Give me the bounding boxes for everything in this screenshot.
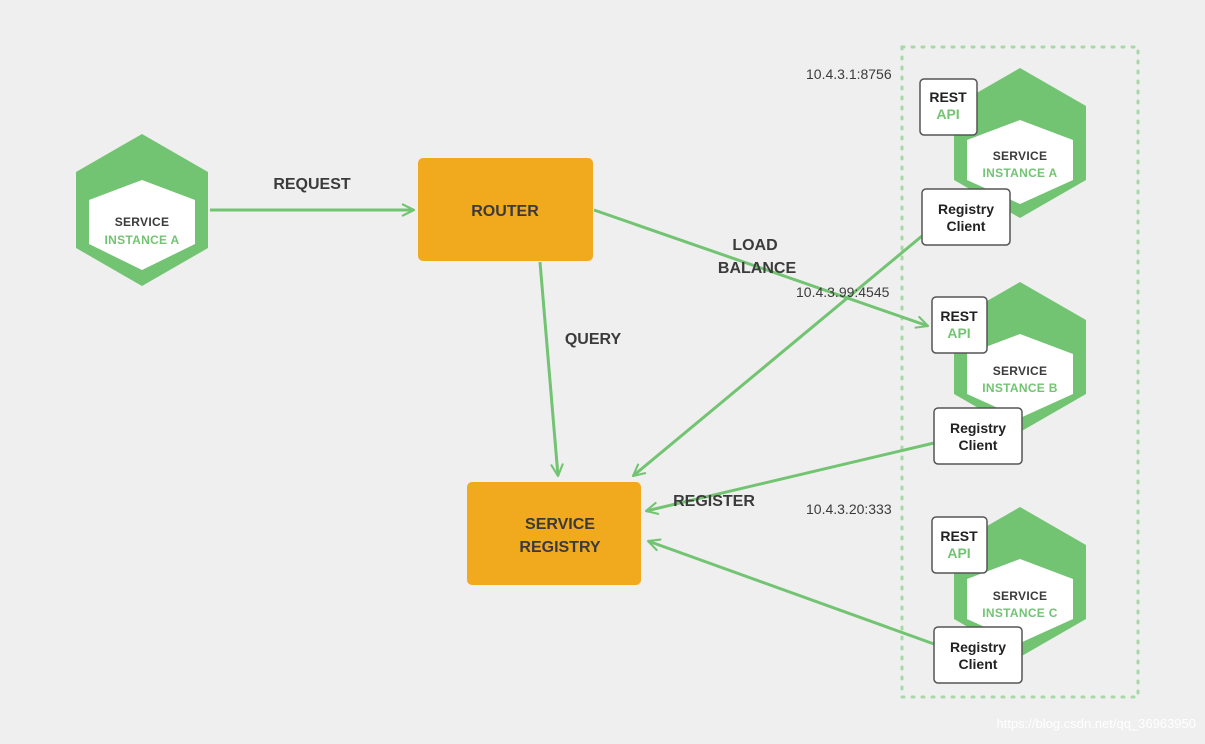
register-edge-c bbox=[646, 538, 935, 646]
client-service-hexagon: SERVICE INSTANCE A bbox=[76, 134, 208, 286]
instance-a-registry-client-box: Registry Client bbox=[921, 188, 1011, 246]
load-balance-edge bbox=[593, 208, 930, 329]
register-edge-a bbox=[631, 234, 923, 478]
client-instance-label: INSTANCE A bbox=[105, 233, 180, 247]
instance-c-instance-label: INSTANCE C bbox=[982, 606, 1057, 620]
instance-b-client-label: Client bbox=[959, 437, 998, 453]
registry-label-1: SERVICE bbox=[525, 516, 595, 533]
instance-b-service-label: SERVICE bbox=[993, 364, 1048, 378]
instance-a-service-label: SERVICE bbox=[993, 149, 1048, 163]
instance-a-client-label: Client bbox=[947, 218, 986, 234]
instance-b-rest-label: REST bbox=[940, 308, 978, 324]
instance-a-rest-label: REST bbox=[929, 89, 967, 105]
instance-c-registry-client-box: Registry Client bbox=[933, 626, 1023, 684]
instance-c-api-label: API bbox=[947, 545, 970, 561]
register-label: REGISTER bbox=[673, 493, 755, 510]
request-label: REQUEST bbox=[273, 176, 351, 193]
instance-a-hexagon: SERVICE INSTANCE A bbox=[954, 68, 1086, 218]
instance-b-ip: 10.4.3.99:4545 bbox=[796, 284, 890, 300]
instance-b-instance-label: INSTANCE B bbox=[982, 381, 1057, 395]
instance-c-client-label: Client bbox=[959, 656, 998, 672]
instance-b-registry-client-box: Registry Client bbox=[933, 407, 1023, 465]
instance-b-rest-api-box: REST API bbox=[931, 296, 988, 354]
instances-group-boundary bbox=[900, 45, 1140, 699]
instance-a-rest-api-box: REST API bbox=[919, 78, 978, 136]
service-registry-box: SERVICE REGISTRY bbox=[467, 482, 641, 585]
query-edge bbox=[538, 261, 564, 478]
watermark-text: https://blog.csdn.net/qq_36963950 bbox=[997, 716, 1197, 731]
instance-c-service-label: SERVICE bbox=[993, 589, 1048, 603]
instance-b-api-label: API bbox=[947, 325, 970, 341]
client-service-label: SERVICE bbox=[115, 215, 170, 229]
instance-a-ip: 10.4.3.1:8756 bbox=[806, 66, 892, 82]
instance-a-registry-label: Registry bbox=[938, 201, 994, 217]
instance-a-api-label: API bbox=[936, 106, 959, 122]
load-balance-label-2: BALANCE bbox=[718, 260, 797, 277]
router-box: ROUTER bbox=[418, 158, 593, 261]
query-label: QUERY bbox=[565, 331, 622, 348]
instance-a-instance-label: INSTANCE A bbox=[983, 166, 1058, 180]
register-edge-b bbox=[644, 441, 935, 515]
instance-b-registry-label: Registry bbox=[950, 420, 1006, 436]
registry-label-2: REGISTRY bbox=[519, 539, 601, 556]
router-label: ROUTER bbox=[471, 203, 539, 220]
instance-c-registry-label: Registry bbox=[950, 639, 1006, 655]
instance-c-rest-api-box: REST API bbox=[931, 516, 988, 574]
instance-c-rest-label: REST bbox=[940, 528, 978, 544]
load-balance-label-1: LOAD bbox=[732, 237, 777, 254]
instance-c-ip: 10.4.3.20:333 bbox=[806, 501, 892, 517]
